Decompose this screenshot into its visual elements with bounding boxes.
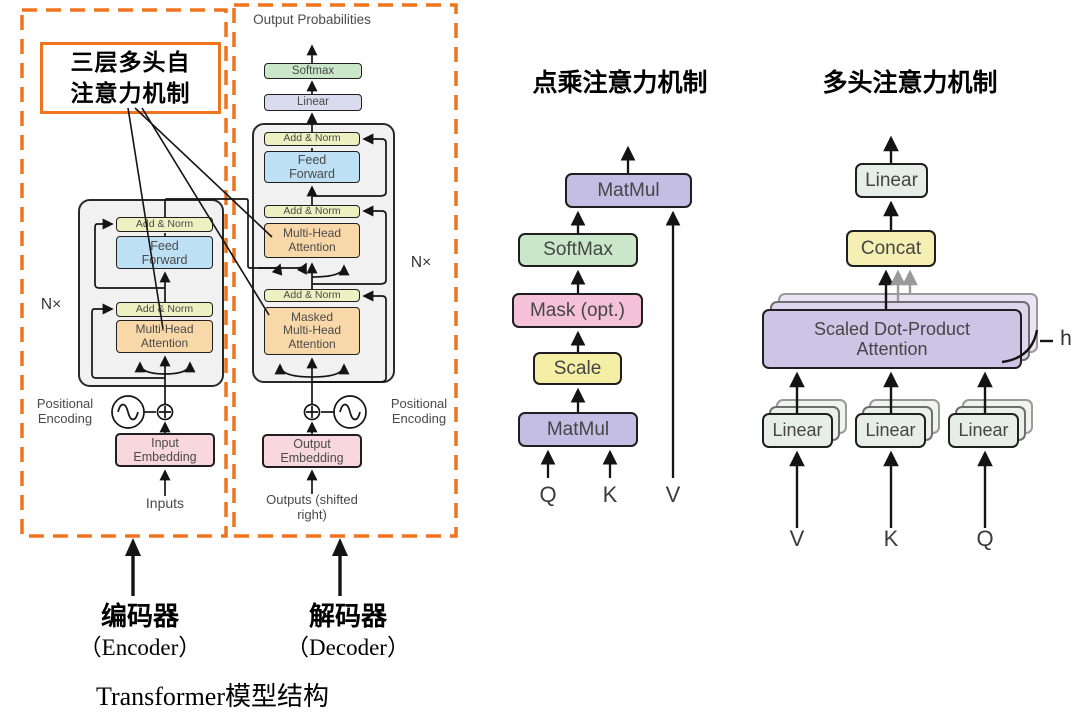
dot-scale: Scale — [533, 352, 622, 385]
encoder-feed-forward: Feed Forward — [116, 236, 213, 269]
dot-attention-title: 点乘注意力机制 — [532, 69, 708, 97]
dot-mask: Mask (opt.) — [512, 293, 643, 328]
multihead-linear-q: Linear — [948, 413, 1019, 448]
encoder-name-en: （Encoder） — [78, 634, 202, 660]
callout-box: 三层多头自 注意力机制 — [40, 42, 221, 114]
encoder-inputs-label: Inputs — [145, 495, 185, 511]
multihead-concat: Concat — [846, 230, 936, 267]
encoder-input-embedding: Input Embedding — [115, 433, 215, 467]
dot-v-label: V — [665, 482, 681, 507]
dot-k-label: K — [602, 482, 618, 507]
multihead-q-label: Q — [976, 526, 994, 551]
bottom-arrows — [125, 538, 348, 596]
dot-q-label: Q — [539, 482, 557, 507]
decoder-softmax: Softmax — [264, 63, 362, 79]
multihead-attention-box: Scaled Dot-Product Attention — [762, 309, 1022, 369]
callout-line-1: 三层多头自 — [70, 48, 191, 75]
decoder-outputs-label: Outputs (shifted right) — [266, 492, 358, 523]
decoder-linear: Linear — [264, 94, 362, 111]
encoder-add-norm-top: Add & Norm — [116, 217, 213, 232]
decoder-output-probabilities-label: Output Probabilities — [253, 12, 371, 27]
multihead-linear-top: Linear — [855, 163, 928, 198]
decoder-name-zh: 解码器 — [308, 601, 387, 631]
decoder-add-norm-2: Add & Norm — [264, 205, 360, 218]
multihead-linear-k: Linear — [855, 413, 926, 448]
dot-softmax: SoftMax — [518, 233, 638, 267]
encoder-name-zh: 编码器 — [100, 601, 179, 631]
plus-circle-icon — [156, 403, 174, 421]
encoder-add-norm-bottom: Add & Norm — [116, 302, 213, 317]
encoder-nx-label: N× — [40, 296, 62, 313]
multihead-linear-v: Linear — [762, 413, 833, 448]
encoder-caption-label: 编码器 （Encoder） — [55, 600, 225, 662]
dot-matmul-top: MatMul — [565, 173, 692, 208]
positional-encoding-symbols — [111, 395, 367, 429]
encoder-positional-encoding-label: Positional Encoding — [36, 396, 94, 427]
multihead-h-label: h — [1060, 327, 1072, 350]
figure-caption: Transformer模型结构 — [95, 682, 330, 711]
encoder-multi-head-attention: Multi-Head Attention — [116, 320, 213, 353]
callout-line-2: 注意力机制 — [70, 80, 191, 106]
decoder-caption-label: 解码器 （Decoder） — [263, 600, 433, 662]
decoder-add-norm-1: Add & Norm — [264, 132, 360, 146]
multihead-title: 多头注意力机制 — [822, 69, 998, 97]
decoder-output-embedding: Output Embedding — [262, 434, 362, 468]
decoder-positional-encoding-label: Positional Encoding — [390, 396, 448, 427]
decoder-nx-label: N× — [410, 254, 432, 271]
sine-icon — [339, 403, 361, 421]
decoder-add-norm-3: Add & Norm — [264, 289, 360, 302]
dot-matmul-bottom: MatMul — [518, 412, 638, 447]
decoder-multi-head-attention: Multi-Head Attention — [264, 223, 360, 258]
multihead-k-label: K — [883, 526, 899, 551]
decoder-masked-multi-head-attention: Masked Multi-Head Attention — [264, 307, 360, 355]
plus-circle-icon — [303, 403, 321, 421]
decoder-feed-forward: Feed Forward — [264, 151, 360, 183]
multihead-v-label: V — [789, 526, 805, 551]
sine-icon — [117, 403, 139, 421]
decoder-name-en: （Decoder） — [286, 634, 410, 660]
